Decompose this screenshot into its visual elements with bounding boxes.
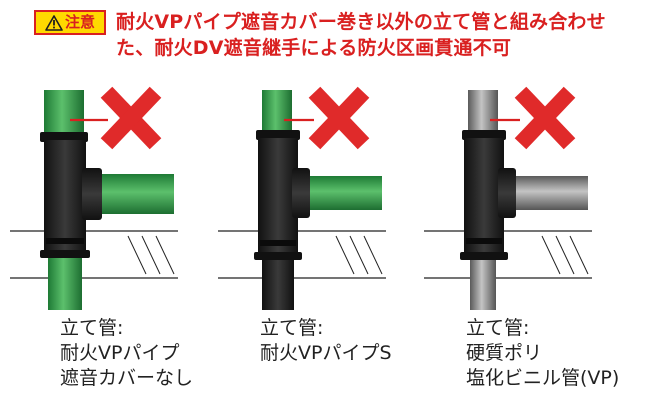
caption-line: 立て管: xyxy=(60,317,124,339)
case2-caption: 立て管: 耐火VPパイプS xyxy=(260,316,392,366)
notice-title-line2: た、耐火DV遮音継手による防火区画貫通不可 xyxy=(116,37,512,59)
case3-illustration xyxy=(424,86,592,310)
gray-pipe-lower xyxy=(470,260,496,310)
dv-fitting xyxy=(460,130,516,260)
caption-line: 立て管: xyxy=(466,317,530,339)
caption-line: 塩化ビニル管(VP) xyxy=(466,367,620,389)
warning-triangle-icon xyxy=(45,14,63,31)
caption-line: 耐火VPパイプS xyxy=(260,342,392,364)
pipe-illustrations xyxy=(10,86,592,310)
case1-caption: 立て管: 耐火VPパイプ 遮音カバーなし xyxy=(60,316,193,391)
caution-label: 注意 xyxy=(64,13,95,31)
dv-fitting xyxy=(254,130,310,310)
floor-slab xyxy=(10,230,178,279)
caption-line: 立て管: xyxy=(260,317,324,339)
case2-illustration xyxy=(218,86,386,310)
floor-slab xyxy=(424,230,592,279)
case3-caption: 立て管: 硬質ポリ 塩化ビニル管(VP) xyxy=(466,316,619,391)
green-pipe-lower xyxy=(48,256,82,310)
cross-icon xyxy=(100,86,162,150)
caption-line: 遮音カバーなし xyxy=(60,367,194,389)
floor-slab xyxy=(218,230,386,279)
green-branch-pipe xyxy=(96,174,174,214)
dv-fitting xyxy=(40,132,102,258)
notice-header: 注意 耐火VPパイプ遮音カバー巻き以外の立て管と組み合わせ た、耐火DV遮音継手… xyxy=(0,0,661,72)
cross-icon xyxy=(514,86,576,150)
caption-line: 硬質ポリ xyxy=(466,342,543,364)
caption-line: 耐火VPパイプ xyxy=(60,342,180,364)
caution-badge: 注意 xyxy=(34,10,106,35)
notice-title-line1: 耐火VPパイプ遮音カバー巻き以外の立て管と組み合わせ xyxy=(116,11,606,33)
case1-illustration xyxy=(10,86,178,310)
cross-icon xyxy=(308,86,370,150)
green-branch-pipe xyxy=(306,176,382,210)
gray-branch-pipe xyxy=(512,176,588,210)
